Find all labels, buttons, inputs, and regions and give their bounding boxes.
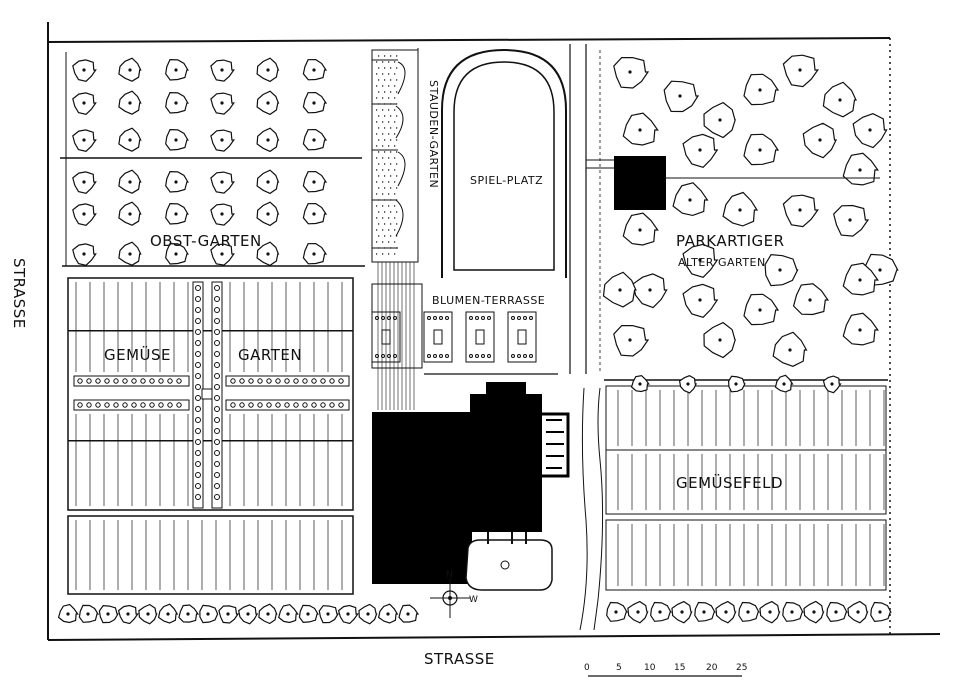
property-boundary: [47, 22, 941, 641]
strasse-bottom-label: STRASSE: [424, 650, 495, 668]
gemuese-label: GEMÜSE: [104, 345, 171, 364]
gemuesefeld-label: GEMÜSEFELD: [676, 473, 783, 492]
obst-garten-label: OBST-GARTEN: [150, 232, 262, 250]
garten-label: GARTEN: [238, 346, 302, 364]
scale-tick-20: 20: [706, 663, 718, 673]
scale-tick-15: 15: [674, 663, 685, 673]
fountain: [465, 532, 553, 591]
obst-garten-area: [60, 52, 365, 267]
gemuesefeld-area: [604, 374, 888, 591]
central-path: [569, 44, 604, 631]
gemuese-garten-area: [67, 277, 354, 595]
spiel-platz-label: SPIEL-PLATZ: [470, 174, 543, 187]
bottom-hedge: [57, 600, 892, 625]
alter-garten-label: ALTER GARTEN: [678, 256, 766, 269]
strasse-left-label: STRASSE: [10, 258, 28, 329]
orchard-trees: [72, 57, 328, 267]
scale-tick-25: 25: [736, 663, 747, 673]
garden-house: [614, 156, 666, 210]
compass-west: W: [469, 595, 478, 605]
compass-rose: N W: [430, 570, 478, 618]
scale-tick-0: 0: [584, 663, 590, 673]
compass-north: N: [446, 570, 453, 580]
stauden-garten-area: [371, 48, 419, 410]
stauden-garten-label: STAUDEN-GARTEN: [427, 80, 440, 188]
scale-tick-5: 5: [616, 663, 622, 673]
park-trees: [602, 54, 899, 367]
spiel-platz-area: [441, 48, 567, 278]
parkartiger-label: PARKARTIGER: [676, 232, 785, 250]
house: [372, 382, 570, 584]
blumen-terrasse-area: [371, 283, 558, 375]
scale-bar: 0 5 10 15 20 25: [584, 663, 747, 677]
scale-tick-10: 10: [644, 663, 656, 673]
blumen-terrasse-label: BLUMEN-TERRASSE: [432, 294, 545, 307]
